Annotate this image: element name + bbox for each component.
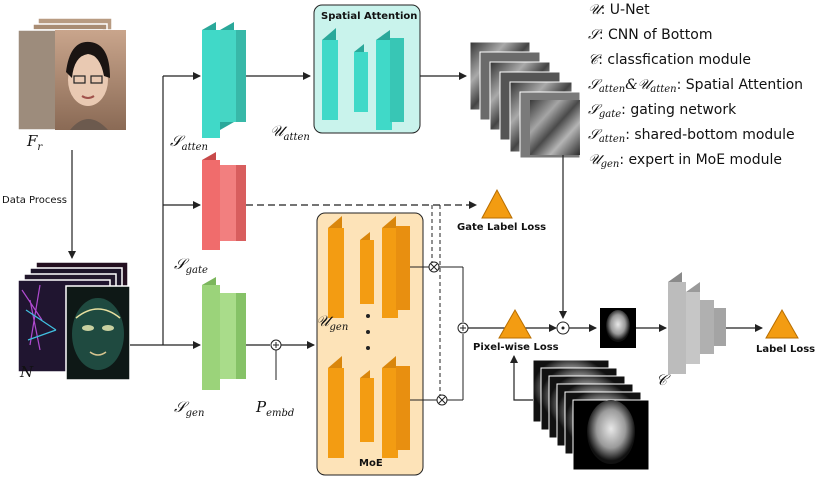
s-gate-label: 𝒮gate <box>174 255 208 276</box>
p-embd-label: Pembd <box>256 398 295 419</box>
label-loss-label: Label Loss <box>756 344 816 355</box>
legend-item: 𝒮atten&𝒰atten: Spatial Attention <box>588 77 804 95</box>
legend-item: 𝒮gate: gating network <box>588 102 737 120</box>
legend-item: 𝒰: U-Net <box>588 2 650 18</box>
u-atten-label: 𝒰atten <box>270 122 310 143</box>
rgb-face-stack <box>17 17 127 131</box>
s-atten-block <box>202 22 246 138</box>
c-label: 𝒞 <box>656 371 667 389</box>
legend-item: 𝒮atten: shared-bottom module <box>588 127 795 145</box>
pixel-wise-loss-label: Pixel-wise Loss <box>473 342 559 353</box>
u-gen-label: 𝒰gen <box>316 312 349 333</box>
u-atten-block <box>322 28 404 130</box>
c-block <box>668 272 726 374</box>
data-process-label: Data Process <box>2 195 67 206</box>
processed-face-stack <box>17 261 131 381</box>
s-gen-block <box>202 277 246 390</box>
s-atten-label: 𝒮atten <box>170 132 208 153</box>
s-gen-label: 𝒮gen <box>174 398 205 419</box>
legend-item: 𝒰gen: expert in MoE module <box>588 152 783 170</box>
gate-label-loss-label: Gate Label Loss <box>457 222 547 233</box>
fr-label: Fr <box>27 132 43 153</box>
depth-map-stack <box>532 359 650 471</box>
spatial-attention-title: Spatial Attention <box>321 11 418 22</box>
moe-title: MoE <box>359 458 383 469</box>
s-gate-block <box>202 152 246 250</box>
u-gen-experts <box>328 216 410 458</box>
attention-map-stack <box>469 41 581 159</box>
n-label: N <box>20 363 34 381</box>
legend-item: 𝒞: classfication module <box>588 52 751 68</box>
legend-item: 𝒮: CNN of Bottom <box>588 27 713 43</box>
